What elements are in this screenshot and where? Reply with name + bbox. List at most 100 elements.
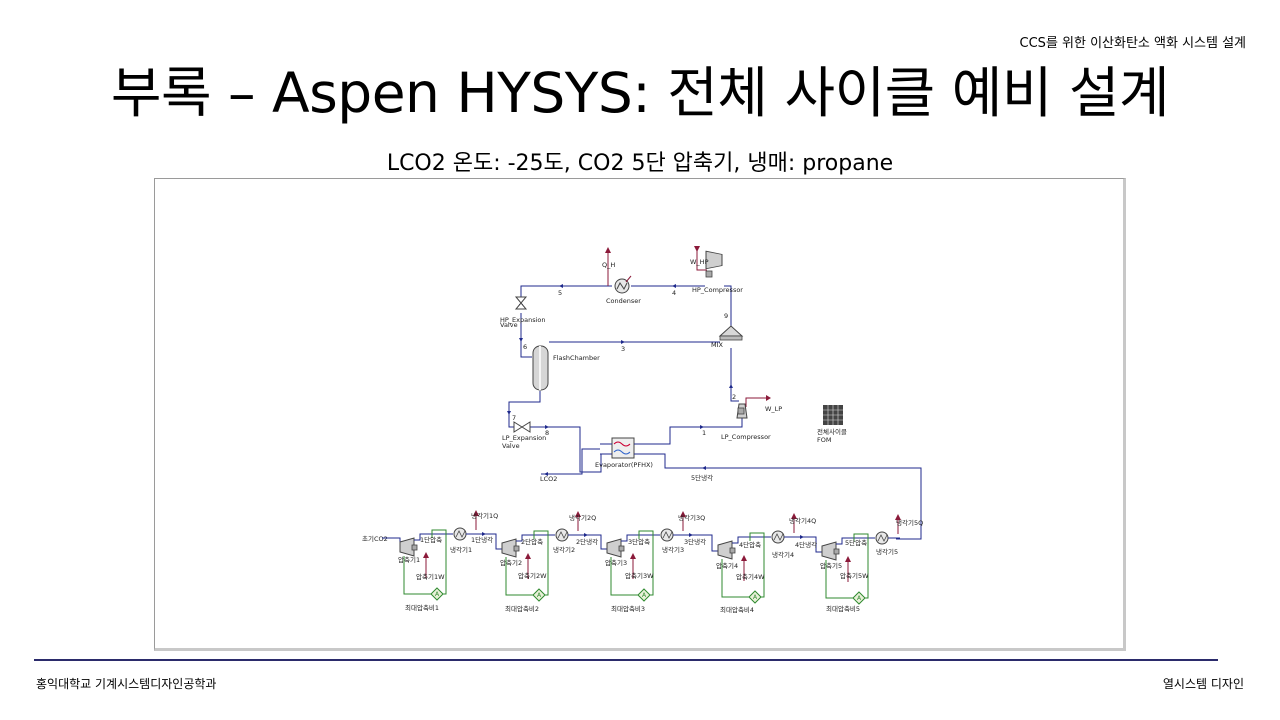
adjust-block-3-mark: A bbox=[642, 592, 647, 599]
arrow-compressor-3-work bbox=[630, 553, 636, 559]
adjust-block-5 bbox=[852, 591, 866, 605]
adjust-block-3 bbox=[637, 588, 651, 602]
label-stage5-comp-out: 5단압축 bbox=[845, 538, 867, 547]
label-stage2-comp: 압축기2 bbox=[500, 558, 522, 567]
stream-stage1-compressed bbox=[414, 533, 453, 541]
label-stage4-adjust: 최대압축비4 bbox=[720, 605, 754, 614]
label-stage1-cooler: 냉각기1 bbox=[450, 545, 472, 554]
logic-stage3-left bbox=[610, 557, 638, 596]
lp-expansion-valve bbox=[513, 421, 531, 433]
label-stage3-duty: 냉각기3Q bbox=[678, 513, 705, 522]
label-stage4-work: 압축기4W bbox=[736, 572, 765, 581]
label-stream-9: 9 bbox=[724, 312, 728, 320]
stream-5 bbox=[520, 285, 612, 298]
label-lp-compressor: LP_Compressor bbox=[721, 433, 771, 441]
cooler-2-symbol bbox=[557, 531, 568, 539]
arrow-compressor-1-work bbox=[423, 552, 429, 558]
energy-arrows bbox=[605, 246, 771, 401]
label-spreadsheet-1: 전체사이클 bbox=[817, 427, 847, 436]
label-stream-3: 3 bbox=[621, 345, 625, 353]
stream-2 bbox=[730, 348, 739, 402]
arrow-compressor-2-work bbox=[525, 553, 531, 559]
footer-course: 열시스템 디자인 bbox=[1162, 677, 1244, 691]
compressor-1-motor bbox=[411, 544, 418, 551]
stage-labels: 냉각기1Q 1단압축 1단냉각 압축기1 냉각기1 압축기1W 최대압축비1 냉… bbox=[398, 511, 923, 614]
compressor-3-motor bbox=[618, 545, 625, 552]
label-stage5-comp: 압축기5 bbox=[820, 561, 842, 570]
label-stage2-adjust: 최대압축비2 bbox=[505, 604, 539, 613]
hp-expansion-valve bbox=[514, 296, 528, 310]
arrow-compressor-4-work bbox=[741, 555, 747, 561]
logic-stage4-right bbox=[749, 532, 765, 598]
label-stage3-adjust: 최대압축비3 bbox=[611, 604, 645, 613]
label-stage1-duty: 냉각기1Q bbox=[471, 511, 498, 520]
label-mix: MIX bbox=[711, 341, 724, 349]
stream-stage1-cooled bbox=[466, 533, 502, 550]
label-stream-6: 6 bbox=[523, 343, 527, 351]
arrow-cooler-5-duty bbox=[895, 514, 901, 520]
footer-university: 홍익대학교 기계시스템디자인공학과 bbox=[36, 677, 217, 691]
label-stream-5: 5 bbox=[558, 289, 562, 297]
logic-stage4-left bbox=[721, 559, 749, 598]
label-stage1-cool-out: 1단냉각 bbox=[471, 535, 493, 544]
cooler-4 bbox=[771, 530, 785, 544]
label-spreadsheet-2: FOM bbox=[817, 436, 831, 444]
stream-9 bbox=[724, 285, 732, 332]
label-stage5-adjust: 최대압축비5 bbox=[826, 604, 860, 613]
stream-stage4-compressed bbox=[732, 536, 771, 544]
cooler-3-symbol bbox=[662, 531, 673, 539]
label-stage1-comp: 압축기1 bbox=[398, 555, 420, 564]
label-stream-8: 8 bbox=[545, 429, 549, 437]
label-stage2-cool-out: 2단냉각 bbox=[576, 537, 598, 546]
logic-stage2-left bbox=[505, 557, 533, 596]
label-feed-co2: 초기CO2 bbox=[362, 534, 388, 543]
label-stream-4: 4 bbox=[672, 289, 676, 297]
label-stage4-comp-out: 4단압축 bbox=[739, 540, 761, 549]
compressor-5 bbox=[821, 541, 837, 561]
arrow-stage3-cooled bbox=[689, 533, 693, 537]
logic-stage1-right bbox=[431, 529, 447, 595]
arrow-stage1-cooled bbox=[482, 532, 486, 536]
arrow-cooler-3-duty bbox=[680, 511, 686, 517]
adjust-block-1-mark: A bbox=[435, 591, 440, 598]
compressor-2 bbox=[501, 538, 517, 558]
label-stage2-duty: 냉각기2Q bbox=[569, 513, 596, 522]
label-stage1-comp-out: 1단압축 bbox=[420, 535, 442, 544]
label-stage4-cooler: 냉각기4 bbox=[772, 550, 794, 559]
adjust-block-4-mark: A bbox=[753, 594, 758, 601]
label-stage1-adjust: 최대압축비1 bbox=[405, 603, 439, 612]
stream-stage5-compressed bbox=[836, 537, 875, 545]
label-hp-valve-1: HP_Expansion bbox=[500, 316, 546, 324]
stream-stage3-compressed bbox=[621, 534, 660, 542]
stream-6 bbox=[520, 313, 532, 358]
label-stage3-cooler: 냉각기3 bbox=[662, 545, 684, 554]
adjust-block-5-mark: A bbox=[857, 595, 862, 602]
arrow-compressor-5-work bbox=[845, 556, 851, 562]
compressor-4 bbox=[717, 540, 733, 560]
label-lp-valve-1: LP_Expansion bbox=[502, 434, 546, 442]
label-flash-chamber: FlashChamber bbox=[553, 354, 600, 362]
arrow-cooler-4-duty bbox=[791, 513, 797, 519]
stream-8 bbox=[530, 426, 602, 473]
logic-stage5-left bbox=[825, 560, 853, 599]
header-tag: CCS를 위한 이산화탄소 액화 시스템 설계 bbox=[1019, 36, 1246, 51]
label-stream-2: 2 bbox=[732, 393, 736, 401]
arrow-stage4-cooled bbox=[800, 535, 804, 539]
cooler-1-symbol bbox=[455, 530, 466, 538]
arrow-stage2-cooled bbox=[584, 533, 588, 537]
compressor-4-motor bbox=[729, 547, 736, 554]
label-w-hp: W_HP bbox=[690, 258, 709, 266]
adjust-block-2-mark: A bbox=[537, 592, 542, 599]
adjust-block-2 bbox=[532, 588, 546, 602]
stream-arrows bbox=[507, 284, 733, 476]
hp-compressor bbox=[705, 250, 723, 278]
label-stage4-comp: 압축기4 bbox=[716, 561, 738, 570]
stream-lco2 bbox=[541, 448, 600, 475]
refrigeration-energy bbox=[607, 248, 766, 407]
spreadsheet-icon bbox=[823, 405, 843, 425]
compressor-1 bbox=[399, 537, 415, 557]
refrigeration-streams bbox=[508, 285, 922, 540]
label-stream-1: 1 bbox=[702, 429, 706, 437]
slide-title: 부록 – Aspen HYSYS: 전체 사이클 예비 설계 bbox=[110, 61, 1170, 125]
